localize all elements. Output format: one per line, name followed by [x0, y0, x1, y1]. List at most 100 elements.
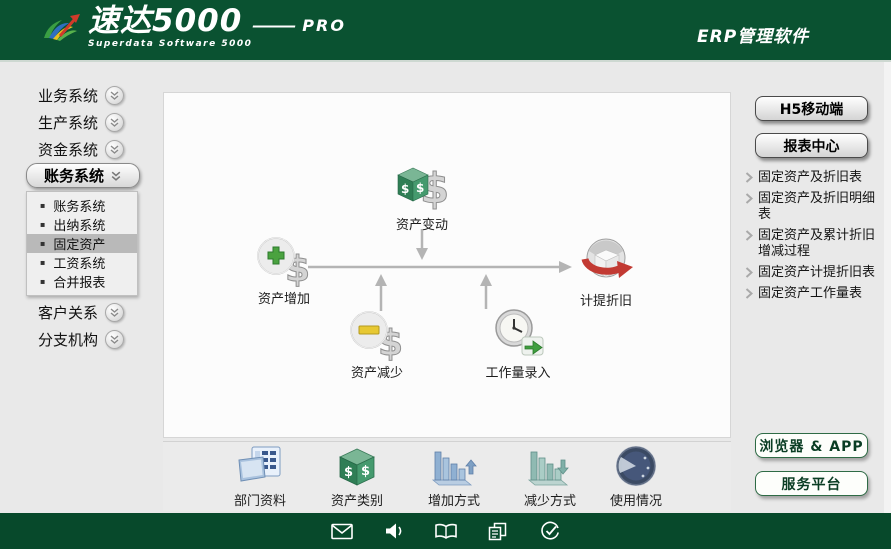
strip-item-asset-category[interactable]: $ $ 资产类别 — [309, 444, 405, 509]
chevron-right-icon — [745, 230, 753, 241]
button-label: 报表中心 — [783, 138, 840, 155]
sidebar-item-label: 分支机构 — [37, 330, 98, 349]
node-label: 资产减少 — [350, 366, 403, 381]
submenu-item-fixed-assets-selected[interactable]: ▪ 固定资产 — [27, 234, 137, 253]
button-label: H5移动端 — [779, 101, 844, 118]
report-link-label: 固定资产及折旧明细表 — [758, 191, 876, 222]
bullet-icon: ▪ — [40, 258, 46, 267]
plus-coin-dollar-icon: $ — [257, 237, 311, 287]
strip-item-increase-method[interactable]: 增加方式 — [406, 444, 502, 509]
submenu-item-label: 工资系统 — [53, 257, 106, 272]
report-link-workload-table[interactable]: 固定资产工作量表 — [745, 286, 885, 302]
sidebar-item-business[interactable]: 业务系统 — [0, 83, 162, 107]
depreciation-swoosh-icon — [581, 238, 633, 278]
report-link-accumulated-change[interactable]: 固定资产及累计折旧增减过程 — [745, 228, 885, 260]
mail-icon[interactable] — [330, 519, 354, 543]
chevron-right-icon — [745, 267, 753, 278]
svg-text:$: $ — [361, 464, 370, 479]
logo-swoosh-icon — [44, 14, 80, 41]
module-shortcut-strip: 部门资料 $ $ 资产类别 增加方 — [163, 441, 731, 511]
strip-label: 增加方式 — [427, 494, 480, 509]
node-label: 计提折旧 — [579, 294, 632, 309]
chevron-double-down-icon[interactable] — [105, 85, 124, 105]
book-icon[interactable] — [434, 519, 458, 543]
strip-item-decrease-method[interactable]: 减少方式 — [502, 444, 598, 509]
service-platform-button[interactable]: 服务平台 — [755, 471, 868, 496]
node-label: 资产增加 — [257, 292, 310, 307]
submenu-item-label: 固定资产 — [53, 238, 106, 253]
clock-arrow-icon — [495, 309, 544, 356]
chevron-right-icon — [745, 172, 753, 183]
chevron-double-down-icon[interactable] — [105, 329, 124, 349]
chevron-double-down-icon[interactable] — [105, 302, 124, 322]
node-depreciation[interactable]: 计提折旧 — [551, 237, 661, 309]
h5-mobile-button[interactable]: H5移动端 — [755, 96, 868, 121]
submenu-item-consolidated[interactable]: ▪ 合并报表 — [27, 272, 137, 291]
submenu-item-label: 合并报表 — [53, 276, 106, 291]
asset-category-cube-icon: $ $ — [339, 448, 375, 486]
report-link-label: 固定资产及折旧表 — [758, 170, 863, 185]
chevron-right-icon — [745, 193, 753, 204]
sidebar-item-label: 资金系统 — [37, 140, 98, 159]
copy-icon[interactable] — [486, 519, 510, 543]
logo-title: 速达5000 — [88, 3, 243, 39]
logo-pro-label: PRO — [302, 16, 346, 35]
sidebar-item-accounting-active[interactable]: 账务系统 — [26, 163, 140, 188]
strip-label: 部门资料 — [233, 494, 286, 509]
svg-text:$: $ — [285, 249, 310, 287]
bar-chart-down-icon — [527, 451, 569, 486]
sidebar-item-label: 业务系统 — [37, 86, 98, 105]
report-link-depreciation-detail[interactable]: 固定资产及折旧明细表 — [745, 191, 885, 223]
chevron-double-down-icon[interactable] — [105, 112, 124, 132]
bullet-icon: ▪ — [40, 239, 46, 248]
submenu-item-payroll[interactable]: ▪ 工资系统 — [27, 253, 137, 272]
right-sidebar: H5移动端 报表中心 固定资产及折旧表 固定资产及折旧明细表 固定资产及累计折旧… — [737, 62, 891, 513]
bullet-icon: ▪ — [40, 201, 46, 210]
report-link-depreciation-table[interactable]: 固定资产及折旧表 — [745, 170, 885, 186]
workflow-canvas: $ $ $ 资产变动 $ 资产增加 — [163, 92, 731, 438]
strip-label: 减少方式 — [523, 494, 576, 509]
chevron-right-icon — [745, 288, 753, 299]
right-edge-strip — [884, 62, 891, 513]
svg-text:$: $ — [344, 465, 353, 480]
bullet-icon: ▪ — [40, 277, 46, 286]
left-sidebar: 业务系统 生产系统 资金系统 账务系统 ▪ 账务系统 — [0, 62, 162, 513]
sidebar-item-production[interactable]: 生产系统 — [0, 110, 162, 134]
button-label: 服务平台 — [781, 476, 842, 493]
sidebar-item-branches[interactable]: 分支机构 — [0, 327, 162, 351]
browser-app-button[interactable]: 浏览器 & APP — [755, 433, 868, 458]
logo-dash: ——— — [252, 16, 296, 35]
submenu-item-cashier[interactable]: ▪ 出纳系统 — [27, 215, 137, 234]
node-asset-change[interactable]: $ $ $ 资产变动 — [367, 159, 477, 234]
svg-text:$: $ — [416, 181, 424, 195]
sidebar-item-crm[interactable]: 客户关系 — [0, 300, 162, 324]
strip-item-usage-status[interactable]: 使用情况 — [588, 444, 684, 509]
minus-coin-dollar-icon: $ — [350, 311, 404, 361]
strip-item-departments[interactable]: 部门资料 — [212, 444, 308, 509]
logo-subtitle: Superdata Software 5000 — [88, 39, 253, 49]
node-asset-decrease[interactable]: $ 资产减少 — [322, 307, 432, 381]
submenu-item-ledger[interactable]: ▪ 账务系统 — [27, 196, 137, 215]
usage-gauge-icon — [616, 446, 656, 486]
strip-label: 资产类别 — [330, 494, 383, 509]
report-link-list: 固定资产及折旧表 固定资产及折旧明细表 固定资产及累计折旧增减过程 固定资产计提… — [745, 170, 885, 307]
department-table-icon — [238, 446, 281, 482]
bullet-icon: ▪ — [40, 220, 46, 229]
button-label: 浏览器 & APP — [759, 438, 864, 455]
sidebar-item-funds[interactable]: 资金系统 — [0, 137, 162, 161]
svg-text:$: $ — [401, 182, 409, 196]
speaker-icon[interactable] — [382, 519, 406, 543]
check-clock-icon[interactable] — [538, 519, 562, 543]
report-link-label: 固定资产工作量表 — [758, 286, 863, 301]
node-label: 工作量录入 — [485, 366, 551, 381]
submenu-item-label: 出纳系统 — [53, 219, 106, 234]
node-asset-increase[interactable]: $ 资产增加 — [229, 233, 339, 307]
sidebar-item-label: 客户关系 — [37, 303, 98, 322]
chevron-double-down-icon[interactable] — [105, 139, 124, 159]
report-link-provision-table[interactable]: 固定资产计提折旧表 — [745, 265, 885, 281]
node-label: 资产变动 — [395, 218, 448, 233]
flow-arrows — [308, 229, 572, 311]
node-workload-entry[interactable]: 工作量录入 — [463, 307, 573, 381]
chevron-double-down-icon — [111, 171, 121, 181]
report-center-button[interactable]: 报表中心 — [755, 133, 868, 158]
